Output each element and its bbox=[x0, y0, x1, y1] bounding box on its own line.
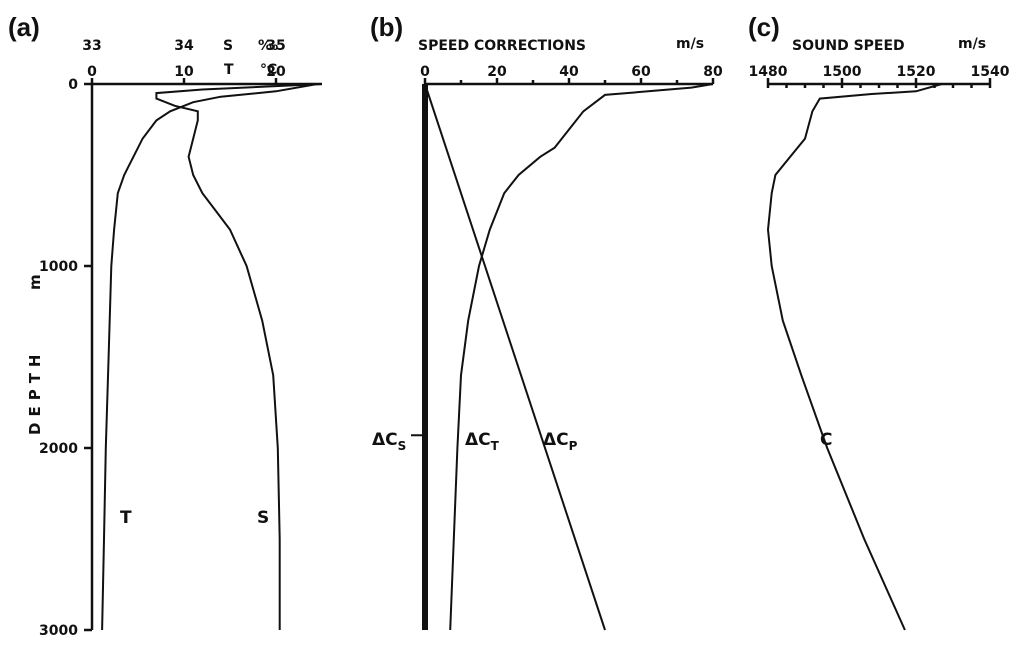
curve-T bbox=[101, 83, 318, 631]
temp-unit: °C bbox=[260, 62, 277, 78]
b-tick-label: 80 bbox=[703, 64, 723, 80]
sal-tick-label: 33 bbox=[82, 38, 101, 54]
curve-S bbox=[155, 83, 323, 630]
depth-tick-label: 0 bbox=[68, 77, 78, 93]
sound-speed-title: SOUND SPEED bbox=[792, 38, 905, 54]
sal-tick-label: 34 bbox=[174, 38, 194, 54]
label-dCs: ΔCS bbox=[372, 430, 406, 453]
b-tick-label: 20 bbox=[487, 64, 507, 80]
panel-b-label: (b) bbox=[370, 12, 403, 42]
b-tick-label: 40 bbox=[559, 64, 579, 80]
unit-ms-b: m/s bbox=[676, 36, 704, 52]
temp-tick-label: 10 bbox=[174, 64, 194, 80]
c-tick-label: 1480 bbox=[749, 64, 788, 80]
depth-tick-label: 1000 bbox=[39, 259, 78, 275]
label-dCt: ΔCT bbox=[465, 430, 500, 453]
curve-C bbox=[766, 83, 943, 631]
axis-key-s: S bbox=[223, 38, 233, 54]
c-tick-label: 1520 bbox=[897, 64, 936, 80]
depth-axis-title: DEPTH bbox=[26, 349, 44, 435]
unit-ms-c: m/s bbox=[958, 36, 986, 52]
depth-tick-label: 2000 bbox=[39, 441, 78, 457]
speed-corrections-title: SPEED CORRECTIONS bbox=[418, 38, 586, 54]
c-tick-label: 1500 bbox=[823, 64, 862, 80]
sal-tick-label: 35 bbox=[266, 38, 285, 54]
depth-tick-label: 3000 bbox=[39, 623, 78, 639]
label-S: S bbox=[257, 508, 269, 528]
label-dCp: ΔCP bbox=[543, 430, 578, 453]
curves-group bbox=[101, 83, 943, 631]
axes-group bbox=[84, 78, 992, 632]
b-tick-label: 60 bbox=[631, 64, 651, 80]
temp-tick-label: 20 bbox=[266, 64, 286, 80]
depth-axis-unit: m bbox=[26, 274, 44, 290]
panel-a-label: (a) bbox=[8, 12, 40, 42]
sal-unit: ‰ bbox=[258, 38, 278, 54]
label-T: T bbox=[120, 508, 132, 528]
b-tick-label: 0 bbox=[420, 64, 430, 80]
temp-tick-label: 0 bbox=[87, 64, 97, 80]
panel-c-label: (c) bbox=[748, 12, 780, 42]
curve-ΔC_T bbox=[449, 83, 714, 631]
tick-labels: 0 1000 2000 3000 0 10 20 33 34 35 0 20 40 60 80 1480 150… bbox=[39, 38, 1010, 639]
label-C: C bbox=[820, 430, 832, 450]
c-tick-label: 1540 bbox=[971, 64, 1010, 80]
curve-ΔC_P bbox=[424, 83, 606, 631]
axis-key-t: T bbox=[224, 62, 234, 78]
